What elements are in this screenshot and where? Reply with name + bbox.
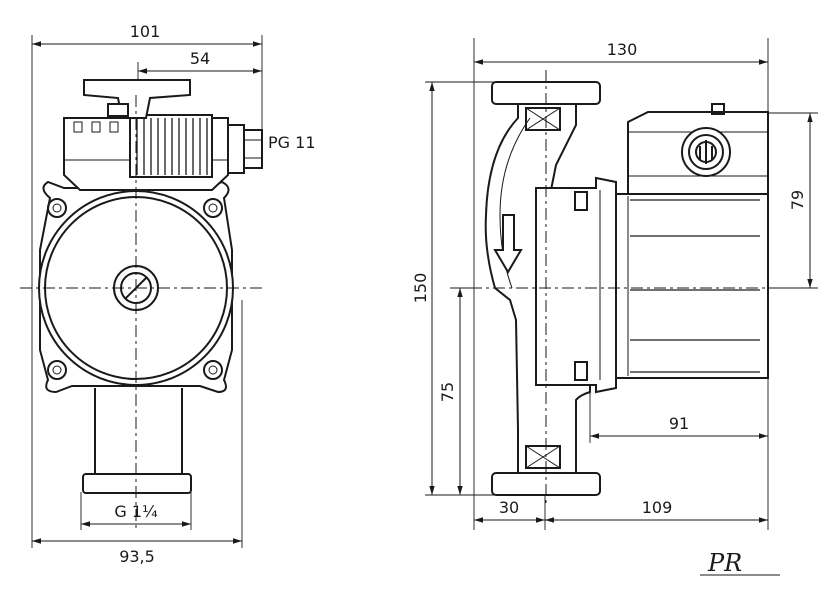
- dim-label-79: 79: [788, 190, 807, 210]
- dim-label-93-5: 93,5: [119, 547, 155, 566]
- dim-label-75: 75: [438, 382, 457, 402]
- dim-label-91: 91: [669, 414, 689, 433]
- pr-logo: PR: [700, 549, 780, 577]
- dim-label-30: 30: [499, 498, 519, 517]
- thread-label: G 1¼: [114, 502, 157, 521]
- cable-gland-label: PG 11: [268, 133, 316, 152]
- dim-label-54: 54: [190, 49, 210, 68]
- logo-text: PR: [707, 549, 742, 577]
- dim-label-150: 150: [411, 273, 430, 304]
- side-view: 130 150 75 79 91 30 109: [411, 38, 818, 530]
- dim-label-109: 109: [642, 498, 673, 517]
- dim-label-130: 130: [607, 40, 638, 59]
- front-view: 101 54 PG 11 G 1¼ 93,5: [20, 22, 316, 566]
- dim-label-101: 101: [130, 22, 161, 41]
